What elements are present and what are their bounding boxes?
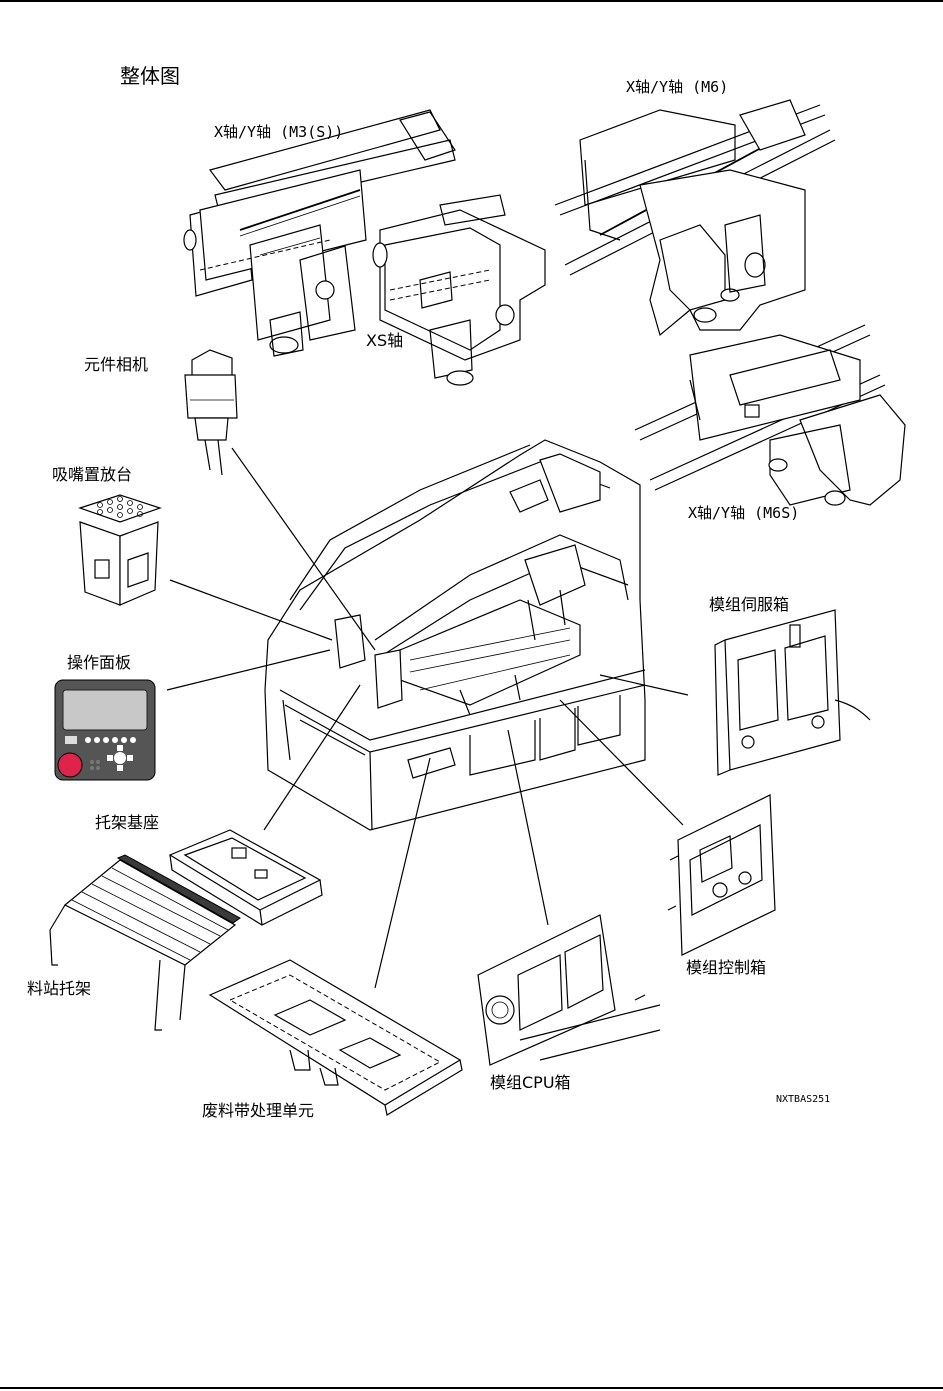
leader-operation-panel	[167, 650, 330, 690]
leader-control-box	[560, 700, 683, 825]
control-box-drawing	[668, 795, 775, 955]
machine-body-drawing	[265, 440, 645, 830]
label-feeder-pallet: 料站托架	[27, 981, 91, 997]
label-xs-axis: XS轴	[366, 333, 403, 349]
operation-panel-drawing	[55, 680, 155, 780]
label-xy-axis-m3s: X轴/Y轴 (M3(S))	[214, 125, 343, 140]
nozzle-station-drawing	[80, 495, 160, 605]
leader-camera	[232, 448, 375, 650]
xy-axis-m6s-drawing	[635, 325, 905, 505]
label-waste-tape-unit: 废料带处理单元	[202, 1103, 314, 1119]
leader-lines	[167, 448, 688, 988]
waste-tape-unit-drawing	[210, 960, 462, 1115]
camera-drawing	[185, 350, 237, 475]
leader-nozzle-station	[170, 580, 332, 640]
diagram-title: 整体图	[120, 66, 180, 86]
label-xy-axis-m6s: X轴/Y轴 (M6S)	[688, 506, 799, 521]
feeder-pallet-drawing	[50, 855, 240, 1030]
label-operation-panel: 操作面板	[67, 655, 131, 671]
xs-axis-drawing	[373, 195, 545, 385]
figure-code: NXTBAS251	[776, 1095, 830, 1105]
servo-box-drawing	[715, 610, 870, 775]
leader-waste-tape	[375, 758, 430, 988]
label-pallet-base: 托架基座	[95, 815, 159, 831]
label-cpu-box: 模组CPU箱	[490, 1075, 571, 1091]
xy-axis-m6-drawing	[555, 100, 835, 335]
label-xy-axis-m6: X轴/Y轴 (M6)	[626, 80, 728, 95]
label-nozzle-station: 吸嘴置放台	[52, 467, 132, 483]
label-servo-box: 模组伺服箱	[709, 597, 789, 613]
leader-pallet-base	[264, 685, 360, 830]
label-control-box: 模组控制箱	[686, 960, 766, 976]
cpu-box-drawing	[478, 915, 660, 1065]
label-part-camera: 元件相机	[84, 357, 148, 373]
